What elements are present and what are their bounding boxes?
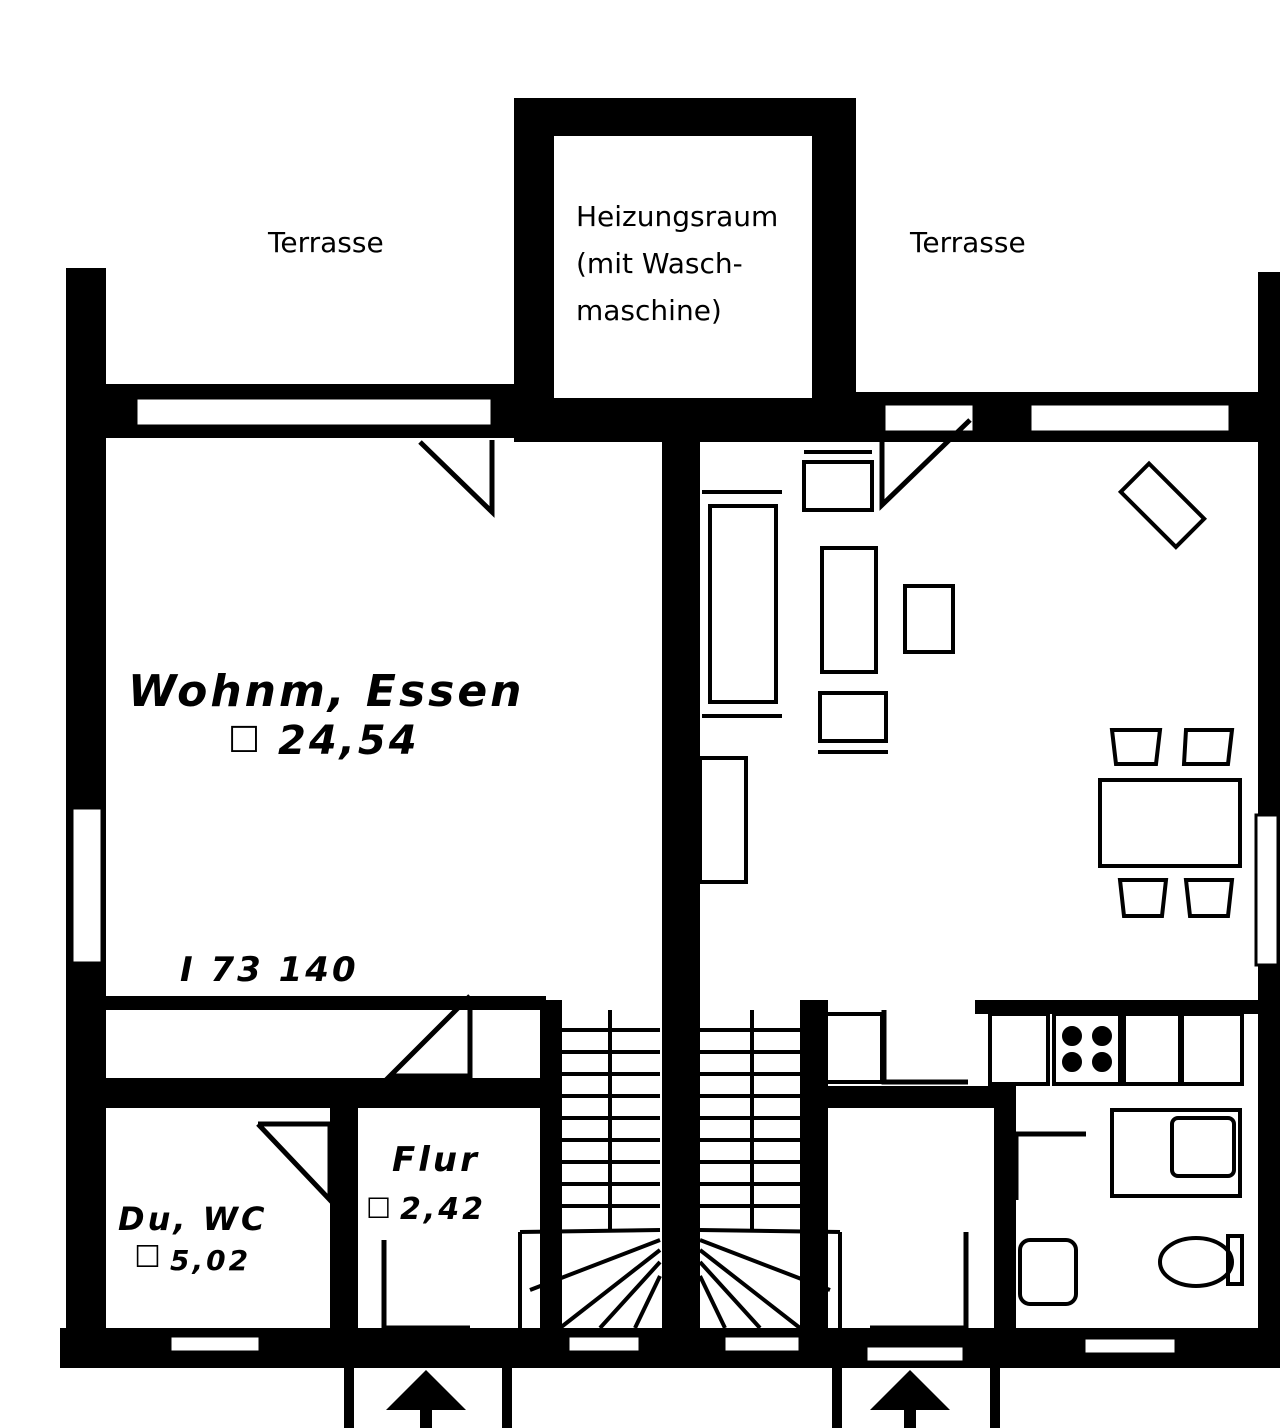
entrance-arrow-right (870, 1370, 950, 1410)
entrance-post-1 (344, 1360, 354, 1428)
bath-area-symbol: ☐ (134, 1240, 164, 1275)
wall-bottom (60, 1328, 1280, 1368)
dining-table (1098, 778, 1242, 868)
wall-mid-right-b (975, 1000, 1280, 1014)
windows (70, 396, 1280, 1364)
counter-right-b (1180, 1012, 1244, 1086)
window-right (1254, 813, 1280, 967)
stair-right (698, 1010, 842, 1330)
burner-3 (1062, 1052, 1082, 1072)
fixtures (820, 1012, 1244, 1306)
entrance-arrows (386, 1370, 950, 1428)
entrance-post-3 (832, 1360, 842, 1428)
window-bottom-1 (168, 1334, 262, 1354)
door-terrace-right (879, 418, 972, 511)
armchair-top (802, 460, 874, 512)
window-top-right-b (1028, 402, 1232, 434)
wall-heating-top (514, 98, 856, 136)
burner-2 (1092, 1026, 1112, 1046)
sink-cabinet (1110, 1108, 1242, 1198)
heating-room-label-line3: maschine) (576, 294, 722, 327)
stairs (518, 1010, 842, 1330)
counter-right-a (1122, 1012, 1182, 1086)
sink (1170, 1116, 1236, 1178)
wall-center (662, 430, 700, 1365)
wall-wc-right (994, 1086, 1016, 1336)
hall-area: 2,42 (400, 1192, 487, 1227)
side-table (903, 584, 955, 654)
heating-room-label-line2: (mit Wasch- (576, 247, 743, 280)
window-top-left (134, 396, 494, 428)
window-bottom-3 (722, 1334, 802, 1354)
level-note: I 73 140 (180, 950, 359, 990)
entrance-arrow-left (386, 1370, 466, 1410)
counter-mid (988, 1012, 1050, 1086)
door-right-entry (870, 1232, 969, 1331)
entrance-post-2 (502, 1360, 512, 1428)
terrace-left-label: Terrasse (268, 226, 384, 259)
cabinet (698, 756, 748, 884)
bath-area: 5,02 (170, 1244, 252, 1277)
wall-bath-hall (330, 1100, 358, 1335)
door-terrace-left (418, 440, 495, 518)
door-living-hall (383, 994, 473, 1079)
wall-heating-right (812, 98, 856, 438)
washbasin-right (1158, 1236, 1234, 1288)
tv-stand (1117, 460, 1208, 550)
chair-2 (1181, 728, 1235, 766)
wall-heating-left (514, 98, 554, 438)
counter-left (820, 1012, 884, 1084)
heating-room-label-line1: Heizungsraum (576, 200, 779, 233)
living-room-area: 24,54 (278, 718, 420, 764)
furniture (698, 450, 1242, 918)
stair-left (518, 1010, 662, 1330)
door-kitchen (881, 1010, 968, 1085)
fixture-right-edge (1226, 1234, 1244, 1286)
door-bath (256, 1121, 333, 1207)
wall-stair-left-a (540, 1000, 562, 1335)
hall-name: Flur (392, 1140, 480, 1180)
armchair-bottom (818, 691, 888, 743)
hall-area-symbol: ☐ (366, 1192, 395, 1225)
coffee-table (820, 546, 878, 674)
window-left (70, 806, 104, 965)
living-room-name: Wohnm, Essen (128, 666, 525, 717)
terrace-right-label: Terrasse (910, 226, 1026, 259)
chair-3 (1117, 878, 1169, 918)
door-hall-entry (381, 1240, 470, 1331)
window-bottom-2 (566, 1334, 642, 1354)
wall-mid-left-a (66, 996, 546, 1010)
toilet-left (1018, 1238, 1078, 1306)
door-wc-right (1013, 1131, 1086, 1200)
burner-4 (1092, 1052, 1112, 1072)
window-bottom-5 (1082, 1336, 1178, 1356)
wall-mid-right (800, 1086, 1005, 1108)
sofa (708, 504, 778, 704)
entrance-post-4 (990, 1360, 1000, 1428)
living-room-area-symbol: ☐ (228, 720, 264, 761)
window-bottom-4 (864, 1344, 966, 1364)
chair-1 (1109, 728, 1163, 766)
burner-1 (1062, 1026, 1082, 1046)
stove (1052, 1012, 1122, 1086)
wall-mid-left-b (66, 1078, 556, 1108)
bath-name: Du, WC (118, 1200, 268, 1238)
chair-4 (1183, 878, 1235, 918)
